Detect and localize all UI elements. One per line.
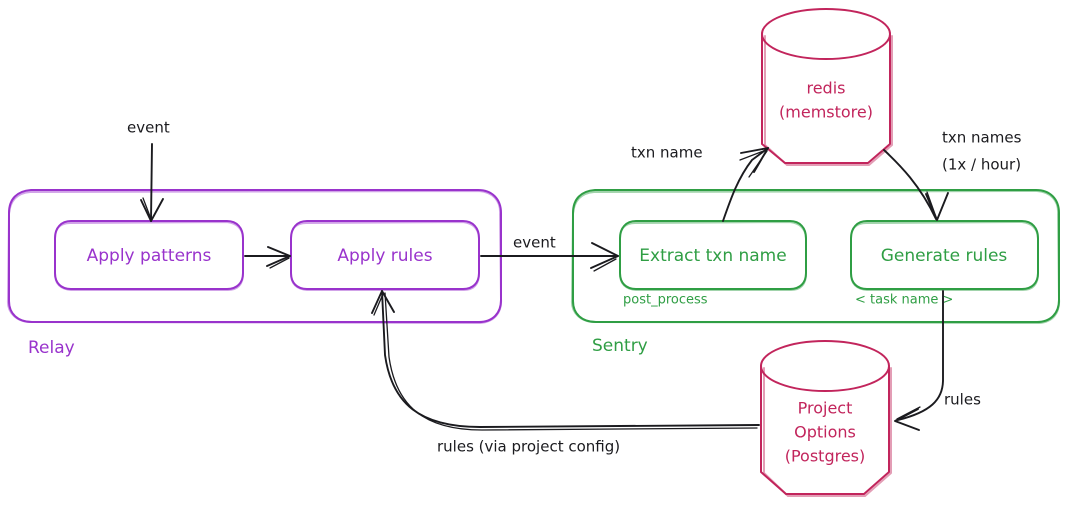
- sentry-group-label: Sentry: [592, 336, 648, 356]
- node-apply-rules[interactable]: Apply rules: [290, 220, 480, 291]
- postgres-body: [760, 365, 890, 495]
- relay-to-sentry-label: event: [513, 234, 556, 252]
- postgres-to-apply-rules-arrowhead-extra: [373, 293, 384, 316]
- apply-patterns-box: [54, 220, 244, 290]
- txn-name-to-redis-label: txn name: [631, 144, 703, 162]
- postgres-top-ellipse: [760, 340, 890, 392]
- edge-txn-name-to-redis: txn name: [631, 144, 769, 222]
- edge-redis-to-generate: txn names (1x / hour): [883, 129, 1022, 221]
- postgres-label-line1: Project: [798, 399, 853, 418]
- postgres-body-shadow: [763, 367, 892, 497]
- generate-rules-sublabel: < task name >: [855, 293, 953, 308]
- redis-to-generate-arrowhead-extra: [926, 191, 937, 218]
- relay-group-label: Relay: [28, 338, 75, 358]
- apply-rules-box: [290, 220, 480, 290]
- sentry-container: [572, 189, 1060, 323]
- group-relay[interactable]: Relay: [6, 189, 503, 358]
- apply-rules-label: Apply rules: [337, 246, 432, 266]
- redis-label-line1: redis: [806, 79, 845, 98]
- edge-postgres-to-apply-rules: rules (via project config): [371, 290, 760, 456]
- redis-label-line2: (memstore): [779, 103, 873, 122]
- group-sentry[interactable]: Sentry: [570, 189, 1061, 356]
- relay-container: [8, 189, 502, 323]
- generate-to-postgres-arrowhead-extra: [896, 406, 921, 420]
- edge-patterns-to-rules: [244, 246, 291, 269]
- generate-to-postgres-label: rules: [944, 391, 981, 409]
- extract-txn-name-box: [619, 220, 807, 290]
- txn-name-to-redis-arrowhead-extra2: [748, 150, 768, 178]
- postgres-to-apply-rules-label: rules (via project config): [437, 438, 620, 456]
- relay-to-sentry-arrowhead: [590, 242, 619, 269]
- store-redis[interactable]: redis (memstore): [761, 8, 893, 166]
- event-in-arrowhead-extra: [142, 197, 152, 220]
- extract-txn-name-label: Extract txn name: [639, 246, 786, 266]
- generate-to-postgres-arrowhead: [894, 408, 920, 431]
- extract-txn-name-sublabel: post_process: [623, 293, 708, 308]
- edge-generate-to-postgres: rules: [894, 290, 981, 431]
- generate-rules-box: [850, 220, 1039, 290]
- redis-body-shadow: [764, 35, 893, 166]
- edge-relay-to-sentry: event: [480, 234, 619, 272]
- postgres-label-line2: Options: [794, 423, 856, 442]
- redis-to-generate-label-line2: (1x / hour): [942, 156, 1021, 174]
- relay-to-sentry-arrowhead-extra: [593, 258, 617, 272]
- node-extract-txn-name[interactable]: Extract txn name post_process: [619, 220, 807, 308]
- generate-to-postgres-line: [897, 290, 944, 421]
- redis-to-generate-label-line1: txn names: [942, 129, 1022, 147]
- node-apply-patterns[interactable]: Apply patterns: [54, 220, 244, 291]
- postgres-to-apply-rules-line-double: [384, 292, 758, 431]
- postgres-to-apply-rules-arrowhead: [371, 290, 395, 314]
- generate-rules-label: Generate rules: [881, 246, 1008, 266]
- redis-to-generate-line: [883, 149, 937, 220]
- patterns-to-rules-arrowhead-extra: [269, 257, 290, 269]
- txn-name-to-redis-arrowhead-extra: [739, 149, 767, 161]
- postgres-to-apply-rules-line: [381, 290, 760, 428]
- apply-patterns-label: Apply patterns: [87, 246, 212, 266]
- node-generate-rules[interactable]: Generate rules < task name >: [850, 220, 1039, 308]
- event-in-label: event: [127, 119, 170, 137]
- event-in-arrowhead: [140, 198, 164, 222]
- edge-event-in: event: [127, 119, 170, 222]
- event-in-line: [150, 143, 153, 222]
- patterns-to-rules-arrowhead: [266, 246, 291, 267]
- redis-top-ellipse: [761, 8, 891, 60]
- store-postgres[interactable]: Project Options (Postgres): [760, 340, 892, 497]
- txn-name-to-redis-line: [722, 147, 769, 222]
- redis-body: [761, 33, 891, 164]
- postgres-label-line3: (Postgres): [785, 447, 866, 466]
- redis-to-generate-arrowhead: [925, 192, 949, 221]
